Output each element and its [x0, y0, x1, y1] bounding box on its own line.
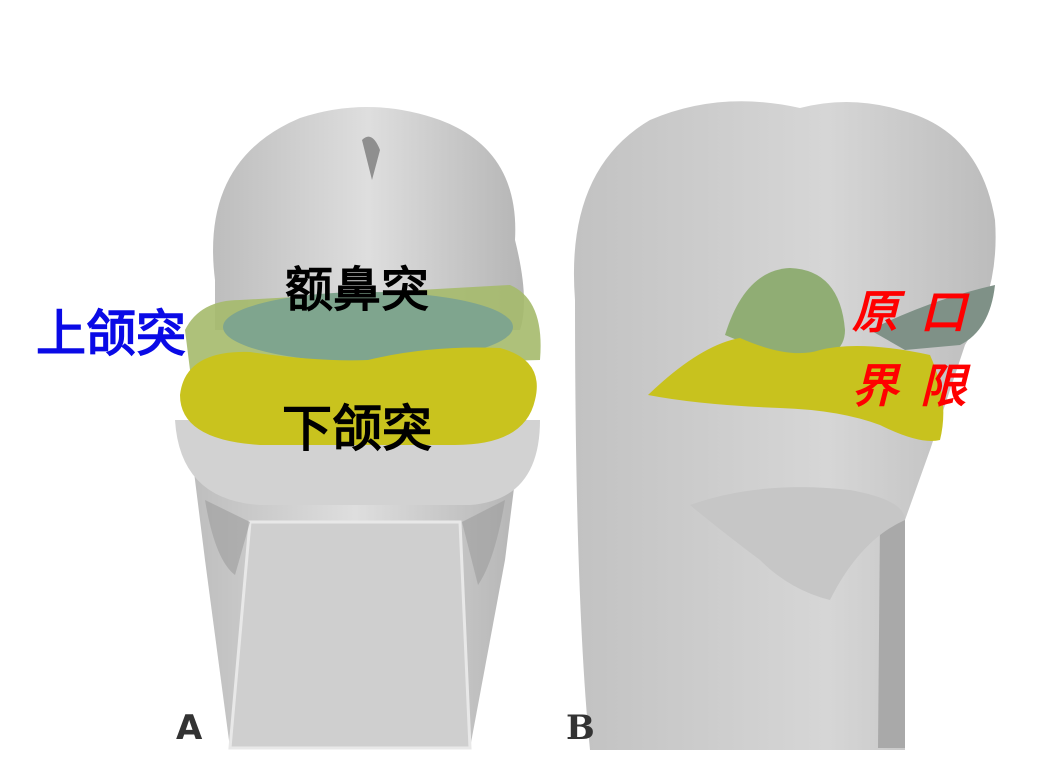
- label-mandibular-process: 下颌突: [282, 400, 432, 458]
- maxillary-process-b: [725, 268, 845, 360]
- mandibular-process-a: [180, 347, 537, 445]
- panel-letter-b: B: [566, 708, 595, 748]
- panel-b-lower-jaw: [690, 487, 905, 600]
- panel-a-head: [213, 106, 525, 331]
- frontonasal-process: [223, 292, 513, 362]
- panel-b-lateral: [573, 101, 996, 750]
- panel-letter-a: A: [176, 708, 203, 748]
- label-stomodeum-boundary: 原口界限: [852, 285, 988, 413]
- panel-a-chest-plate: [228, 520, 472, 750]
- label-frontonasal-process: 额鼻突: [285, 262, 430, 318]
- panel-a-frontal: [175, 106, 541, 750]
- label-maxillary-process: 上颌突: [36, 305, 186, 363]
- mandibular-process-b: [648, 338, 944, 441]
